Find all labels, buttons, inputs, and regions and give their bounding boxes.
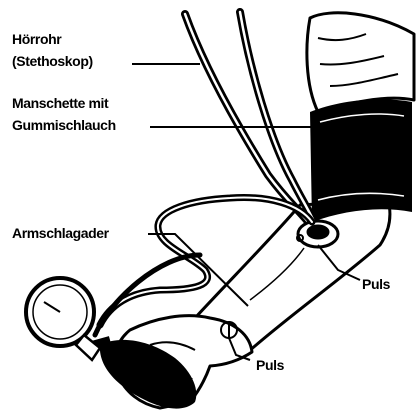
label-armschlagader: Armschlagader (12, 224, 109, 242)
shirt-sleeve (307, 13, 414, 112)
label-hoerrohr-line2: (Stethoskop) (12, 52, 93, 70)
manometer-gauge (26, 278, 100, 360)
pressure-cuff (310, 99, 412, 222)
label-puls-lower: Puls (256, 356, 284, 374)
stethoscope-chestpiece (298, 221, 338, 247)
label-puls-upper: Puls (362, 275, 390, 293)
label-manschette-line1: Manschette mit (12, 94, 108, 112)
label-manschette-line2: Gummischlauch (12, 116, 116, 134)
label-hoerrohr-line1: Hörrohr (12, 30, 61, 48)
